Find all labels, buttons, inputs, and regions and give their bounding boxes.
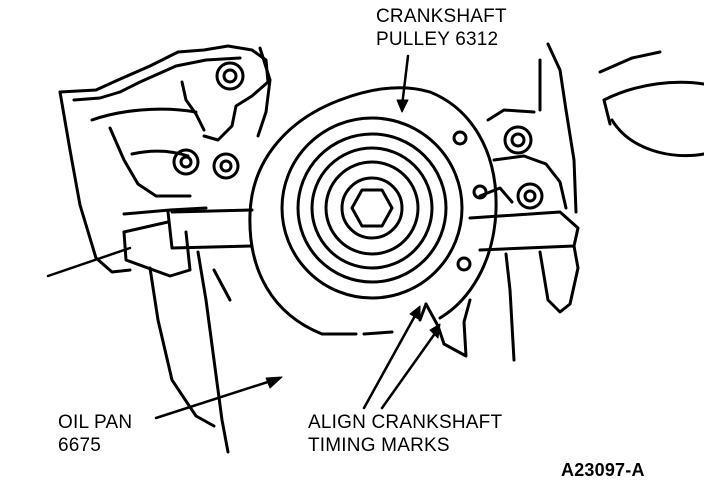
timing-marks-label-line1: ALIGN CRANKSHAFT <box>308 412 503 433</box>
right-engine-block <box>478 42 704 362</box>
leader-pulley <box>396 54 410 113</box>
pulley-label: CRANKSHAFT PULLEY 6312 <box>376 5 507 51</box>
oil-pan-rail <box>122 208 580 278</box>
pulley-hex-bolt <box>350 188 394 228</box>
timing-marks-label-line2: TIMING MARKS <box>308 435 450 456</box>
crankshaft-pulley <box>248 86 498 336</box>
bolt-lower-right <box>516 182 544 210</box>
oil-pan-label: OIL PAN 6675 <box>58 411 132 457</box>
oil-pan-label-line2: 6675 <box>58 435 102 456</box>
pulley-bolt-holes <box>452 130 488 272</box>
timing-marks-label: ALIGN CRANKSHAFT TIMING MARKS <box>308 411 502 457</box>
oil-pan-label-line1: OIL PAN <box>58 412 133 433</box>
bolt-top-left <box>215 61 245 91</box>
oil-pan <box>148 250 232 454</box>
figure-id: A23097-A <box>561 460 645 480</box>
pulley-label-line1: CRANKSHAFT <box>376 6 507 27</box>
bolt-mid-left <box>172 148 200 176</box>
left-engine-block <box>58 44 272 274</box>
leader-oil-pan <box>154 376 283 420</box>
bolt-upper-right <box>503 125 533 155</box>
timing-mark-pointer <box>418 298 472 358</box>
leader-timing-marks <box>362 305 441 410</box>
pulley-label-line2: PULLEY 6312 <box>376 29 499 50</box>
leader-left-pointer <box>46 246 132 278</box>
bolt-mid-left-2 <box>212 152 240 180</box>
